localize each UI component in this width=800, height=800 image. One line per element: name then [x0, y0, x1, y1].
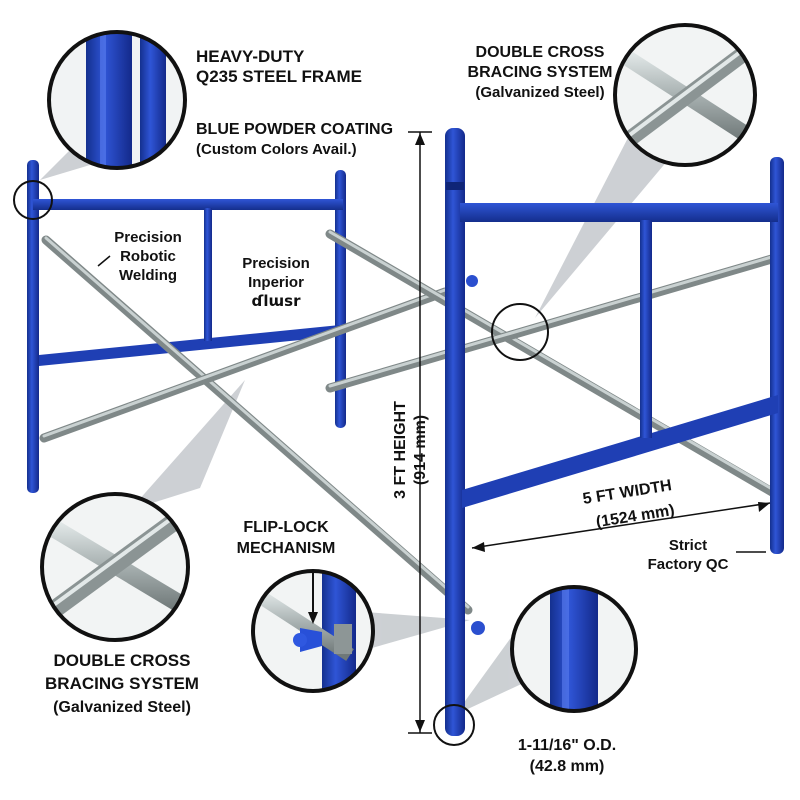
height-arrow-bottom: [415, 720, 425, 732]
right-frame-mid-rail: [462, 395, 778, 508]
height-arrow-top: [415, 133, 425, 145]
detail-frame-tube-main: [86, 32, 132, 168]
label-brace-bottom-line3: (Galvanized Steel): [53, 699, 191, 716]
label-weld-line1: Precision: [114, 229, 182, 246]
callout-wedge-brace-top: [535, 130, 668, 318]
label-od-line1: 1-11/16" O.D.: [518, 737, 616, 754]
weld-pointer: [97, 255, 111, 267]
left-frame-stile: [204, 208, 212, 341]
detail-tube-od-tube: [550, 587, 598, 711]
brace-left-a-highlight: [44, 236, 470, 609]
brace-cross-focus-ring: [491, 303, 549, 361]
label-height-line1: 3 FT HEIGHT: [392, 401, 409, 499]
label-height-line2: (914 mm): [412, 415, 429, 485]
label-frame-line1: HEAVY-DUTY: [196, 47, 305, 66]
right-frame-lock-pin-top: [466, 275, 478, 287]
label-coating-line1: BLUE POWDER COATING: [196, 121, 393, 138]
post-base-focus-ring: [433, 704, 475, 746]
detail-flip-lock-latch: [300, 628, 322, 652]
detail-brace-top-border: [613, 23, 757, 167]
left-frame-top-rail: [33, 199, 343, 210]
label-qc-line2: Factory QC: [648, 556, 729, 573]
right-frame-stile: [640, 220, 652, 438]
width-dimension: [471, 502, 771, 552]
brace-right-a-highlight: [328, 230, 774, 491]
label-coating-line2: (Custom Colors Avail.): [196, 141, 357, 158]
detail-brace-top: [613, 23, 757, 167]
brace-right-b-highlight: [328, 254, 777, 388]
right-frame-top-rail: [460, 203, 778, 222]
left-frame-post-left: [27, 160, 39, 493]
right-frame-lock-pin-bottom: [471, 621, 485, 635]
label-brace-bottom-line2: BRACING SYSTEM: [45, 674, 199, 693]
left-frame-mid-rail: [39, 325, 340, 366]
right-frame: [445, 128, 784, 736]
labels: HEAVY-DUTY Q235 STEEL FRAME BLUE POWDER …: [45, 44, 729, 775]
label-lock-line2: MECHANISM: [237, 540, 336, 557]
width-arrow-right: [758, 502, 770, 512]
detail-flip-lock-brace: [253, 584, 354, 661]
detail-frame-tube: [47, 30, 187, 170]
flip-lock-pointer-head: [308, 612, 318, 624]
detail-frame-tube-border: [47, 30, 187, 170]
callout-wedge-lock: [365, 612, 470, 648]
detail-flip-lock-plate: [334, 624, 352, 654]
label-weld-line2: Robotic: [120, 248, 176, 265]
width-dimension-line: [471, 502, 771, 549]
label-brace-top-line1: DOUBLE CROSS: [476, 44, 605, 61]
brace-right-b: [325, 253, 780, 393]
detail-tube-od: [510, 585, 638, 713]
right-frame-post-right: [770, 157, 784, 554]
label-qc-line1: Strict: [669, 537, 707, 554]
label-od-line2: (42.8 mm): [530, 758, 605, 775]
label-weld-line3: Welding: [119, 267, 177, 284]
callout-wedges: [40, 130, 668, 715]
label-brace-top-line2: BRACING SYSTEM: [468, 64, 613, 81]
detail-brace-bottom-border: [40, 492, 190, 642]
detail-tube-od-border: [510, 585, 638, 713]
brace-left-a: [41, 235, 473, 615]
detail-frame-tube-side: [140, 32, 166, 168]
right-frame-post-left: [445, 128, 465, 736]
label-pin-line3: ɗlɯsr: [252, 292, 302, 310]
detail-brace-bottom-bar-b: [42, 502, 188, 628]
right-frame-post-left-collar: [446, 182, 464, 190]
label-brace-top-line3: (Galvanized Steel): [475, 84, 604, 101]
frame-joint-focus-ring: [13, 180, 53, 220]
left-frame: [27, 160, 346, 493]
label-lock-line1: FLIP-LOCK: [243, 519, 329, 536]
label-brace-bottom-line1: DOUBLE CROSS: [54, 651, 191, 670]
width-arrow-left: [472, 542, 485, 552]
detail-flip-lock-border: [251, 569, 375, 693]
detail-brace-bottom-bar-b-shine: [42, 503, 188, 617]
brace-left-b-highlight: [42, 288, 447, 438]
brace-left-b: [39, 287, 450, 443]
detail-tube-od-highlight: [562, 587, 569, 711]
label-pin-line2: Inperior: [248, 274, 304, 291]
detail-flip-lock-knob: [293, 633, 307, 647]
brace-right-a: [325, 229, 777, 497]
detail-frame-tube-highlight: [100, 32, 106, 168]
detail-brace-top-bar-b: [615, 38, 755, 157]
label-pin-line1: Precision: [242, 255, 310, 272]
callout-wedge-brace-bottom: [130, 380, 245, 510]
pointer-lines: [97, 255, 766, 553]
detail-brace-bottom: [40, 492, 190, 642]
label-width-line2: (1524 mm): [595, 502, 676, 531]
cross-braces: [39, 229, 780, 615]
detail-flip-lock: [251, 569, 375, 693]
detail-brace-top-bar-b-shine: [615, 39, 755, 148]
height-dimension: [408, 131, 432, 734]
label-frame-line2: Q235 STEEL FRAME: [196, 67, 362, 86]
